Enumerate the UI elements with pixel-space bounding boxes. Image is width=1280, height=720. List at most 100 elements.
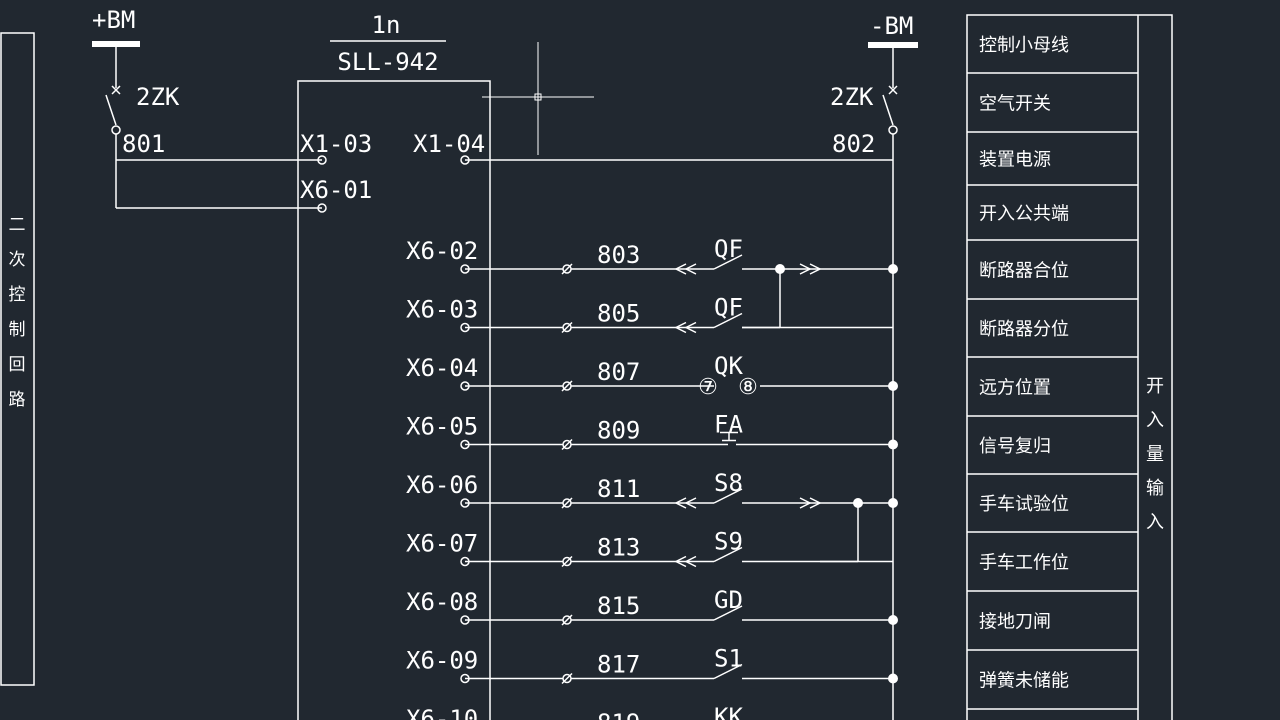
left-title-char: 制 <box>9 320 26 340</box>
row-wire-number: 811 <box>597 475 640 503</box>
table-row-label: 手车工作位 <box>979 553 1069 574</box>
bus-junction-dot <box>888 439 898 450</box>
left-title-char: 二 <box>9 215 26 235</box>
function-table <box>966 14 1173 720</box>
input-row: X6-07 813 S9 <box>406 528 893 568</box>
input-row: X6-06 811 S8 <box>406 469 898 509</box>
row-wire-number: 819 <box>597 709 640 720</box>
row-wire-number: 803 <box>597 241 640 269</box>
table-row-label: 弹簧未储能 <box>979 671 1069 692</box>
right-wire-number: 802 <box>832 130 875 158</box>
flow-arrow <box>809 263 822 275</box>
bus-junction-dot <box>888 615 898 625</box>
left-title-char: 回 <box>9 355 26 375</box>
row-contact-label: KK <box>714 703 743 720</box>
flow-arrow <box>684 555 697 568</box>
row-contact-label: QK <box>714 352 743 380</box>
row-contact-label: QF <box>714 235 743 263</box>
right-breaker-2zk <box>465 45 898 720</box>
left-breaker-2zk <box>105 44 322 209</box>
row-terminal-label: X6-09 <box>406 647 478 675</box>
function-table-rows: 控制小母线空气开关装置电源开入公共端断路器合位断路器分位远方位置信号复归手车试验… <box>967 35 1138 710</box>
wire-terminal-slash <box>561 555 573 568</box>
terminal-x1-03: X1-03 <box>300 130 372 158</box>
right-title-char: 入 <box>1146 410 1164 431</box>
row-contact-label: S1 <box>714 645 743 673</box>
left-wire-number: 801 <box>122 130 165 158</box>
input-row: X6-02 803 QF <box>406 235 898 275</box>
flow-arrow <box>684 497 697 509</box>
row-terminal-label: X6-06 <box>406 471 478 499</box>
table-row-label: 装置电源 <box>979 150 1051 171</box>
table-row-label: 空气开关 <box>979 94 1051 115</box>
row-terminal-label: X6-07 <box>406 530 478 558</box>
flow-arrow <box>809 497 822 509</box>
row-terminal-label: X6-04 <box>406 354 478 382</box>
flow-arrow <box>799 263 812 275</box>
row-wire-number: 809 <box>597 417 640 445</box>
wire-terminal-slash <box>561 497 573 509</box>
input-row: X6-03 805 QF <box>406 294 893 334</box>
positive-bus-label: +BM <box>92 6 135 34</box>
table-row-label: 信号复归 <box>979 436 1051 457</box>
wire-terminal-slash <box>561 672 573 685</box>
row-contact-label: GD <box>714 586 743 614</box>
table-row-label: 断路器合位 <box>979 261 1069 282</box>
flow-arrow <box>674 497 687 509</box>
row-terminal-label: X6-03 <box>406 296 478 324</box>
bus-junction-dot <box>888 264 898 274</box>
negative-bus-label: -BM <box>870 12 913 40</box>
device-number: 1n <box>372 11 401 39</box>
input-row: X6-08 815 GD <box>406 586 898 626</box>
row-wire-number: 807 <box>597 358 640 386</box>
wire-terminal-slash <box>561 614 573 626</box>
row-wire-number: 805 <box>597 300 640 328</box>
row-terminal-label: X6-05 <box>406 413 478 441</box>
flow-arrow <box>674 263 687 275</box>
table-row-label: 远方位置 <box>979 378 1051 399</box>
table-row-label: 接地刀闸 <box>979 612 1051 633</box>
row-terminal-label: X6-10 <box>406 705 478 720</box>
row-contact-label: S9 <box>714 528 743 556</box>
bus-junction-dot <box>888 673 898 684</box>
contact-blade <box>713 254 743 270</box>
row-pin-label: ⑦ <box>698 375 718 400</box>
contact-blade <box>713 312 743 329</box>
right-title-char: 输 <box>1146 478 1164 499</box>
table-row-label: 手车试验位 <box>979 494 1069 515</box>
flow-arrow <box>799 497 812 509</box>
row-wire-number: 817 <box>597 651 640 679</box>
terminal-x6-01: X6-01 <box>300 176 372 204</box>
table-row-label: 断路器分位 <box>979 319 1069 340</box>
row-terminal-label: X6-02 <box>406 237 478 265</box>
table-row-label: 开入公共端 <box>979 204 1069 225</box>
cad-crosshair-cursor <box>482 42 594 155</box>
left-breaker-label: 2ZK <box>136 83 180 111</box>
contact-blade <box>713 546 743 563</box>
left-title-char: 控 <box>9 285 26 305</box>
device-model: SLL-942 <box>337 48 438 76</box>
row-pin-label: ⑧ <box>738 375 758 400</box>
row-terminal-label: X6-08 <box>406 588 478 616</box>
wire-terminal-slash <box>561 380 573 392</box>
right-title-char: 入 <box>1146 512 1164 533</box>
input-row: X6-09 817 S1 <box>406 645 898 685</box>
wire-terminal-slash <box>561 321 573 334</box>
row-wire-number: 813 <box>597 534 640 562</box>
contact-blade <box>713 663 743 680</box>
contact-blade <box>713 488 743 504</box>
row-contact-label: QF <box>714 294 743 322</box>
left-title-char: 次 <box>9 250 26 270</box>
row-contact-label: S8 <box>714 469 743 497</box>
terminal-x1-04: X1-04 <box>413 130 485 158</box>
right-title-char: 开 <box>1146 376 1164 397</box>
flow-arrow <box>684 321 697 334</box>
row-wire-number: 815 <box>597 592 640 620</box>
table-row-label: 控制小母线 <box>979 35 1069 56</box>
wire-terminal-slash <box>561 438 573 451</box>
